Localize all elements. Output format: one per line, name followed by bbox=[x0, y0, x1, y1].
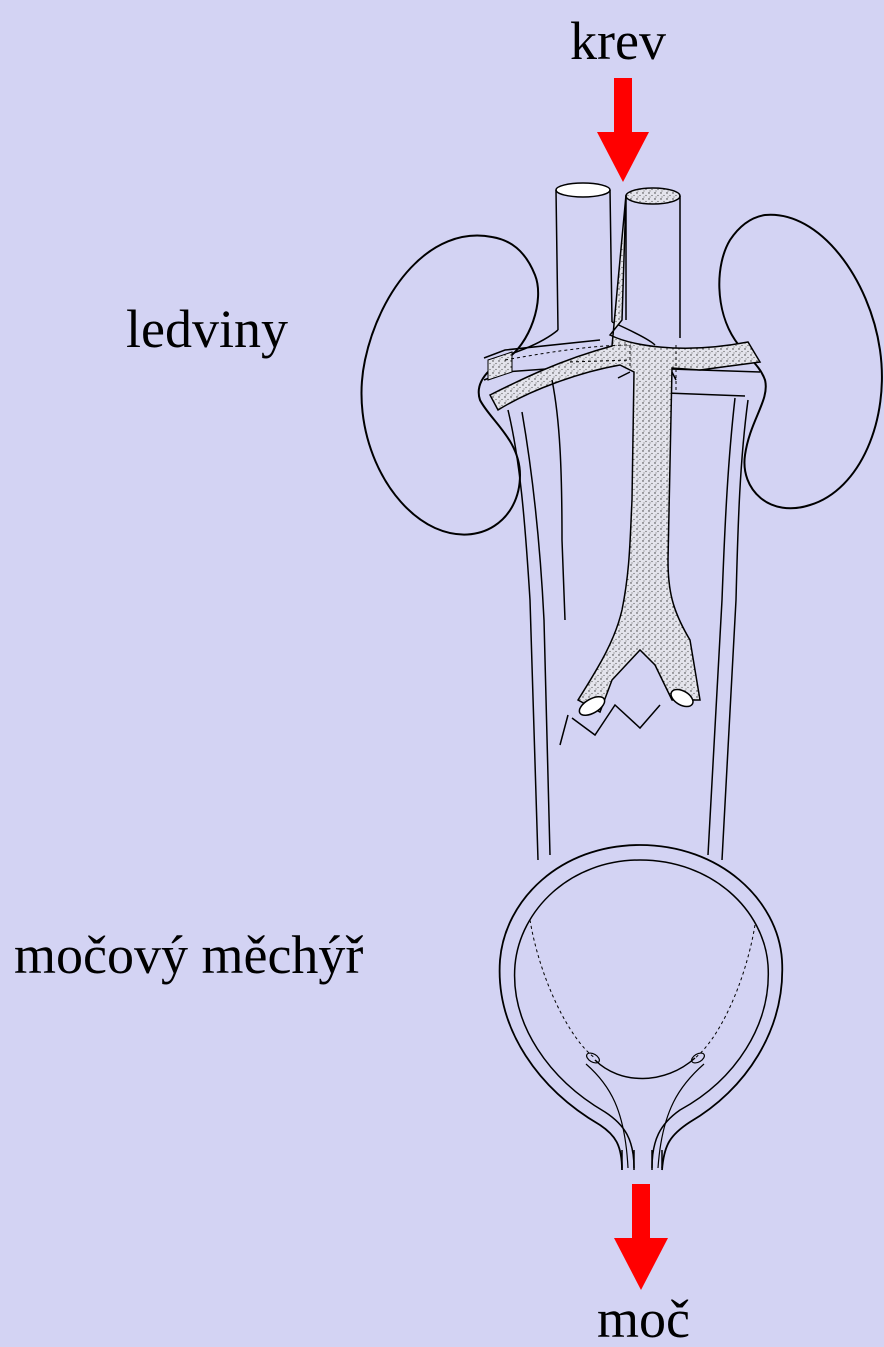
right-ureter bbox=[708, 398, 748, 860]
bladder bbox=[500, 845, 783, 1170]
vena-cava bbox=[490, 183, 655, 360]
blood-inflow-arrow bbox=[597, 78, 649, 182]
iliac-veins bbox=[560, 705, 660, 745]
bladder-inner-wall bbox=[515, 860, 769, 1168]
left-ureter bbox=[508, 410, 550, 860]
urine-outflow-arrow bbox=[614, 1184, 668, 1290]
